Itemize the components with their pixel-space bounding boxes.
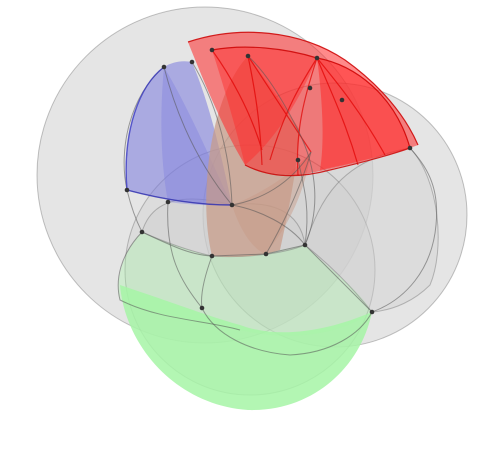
arc-f (371, 147, 438, 313)
vertex (307, 85, 313, 91)
blue-edges (125, 66, 233, 206)
arc-l (167, 201, 203, 309)
arc-g (247, 55, 316, 246)
arc-j (163, 66, 233, 206)
vertex (165, 199, 171, 205)
arc-b (117, 231, 241, 331)
vertex (339, 97, 345, 103)
vertex (295, 157, 301, 163)
vertices (124, 47, 413, 315)
vertex (314, 55, 320, 61)
vertex (229, 202, 235, 208)
arc-lines (117, 55, 438, 356)
vertex (369, 309, 375, 315)
red-fan-left (212, 47, 317, 165)
arc-e (201, 255, 373, 356)
vertex (161, 64, 167, 70)
blue-edge-left (125, 66, 165, 191)
red-region (188, 32, 418, 176)
green-region (118, 232, 373, 411)
vertex (199, 305, 205, 311)
vertex (209, 253, 215, 259)
red-ribs (211, 49, 386, 176)
green-face (120, 285, 372, 411)
vertex (189, 59, 195, 65)
lens-right (304, 147, 439, 313)
arc-d (304, 244, 373, 313)
vertex (139, 229, 145, 235)
red-edge-outer (187, 31, 419, 146)
tan-face-strip (232, 152, 311, 254)
red-fan-right (317, 58, 410, 170)
vertex (263, 251, 269, 257)
arc-k (191, 61, 233, 206)
vertex (124, 187, 130, 193)
vertex (245, 53, 251, 59)
arc-m (265, 151, 312, 255)
green-face-upper (118, 232, 373, 336)
blue-face (126, 61, 232, 205)
blue-edge-bottom (126, 189, 233, 206)
red-edge-bottom (244, 147, 411, 177)
arc-h (231, 151, 312, 206)
vertex (407, 145, 413, 151)
vertex (302, 242, 308, 248)
arc-n (297, 159, 308, 246)
vertex (209, 47, 215, 53)
